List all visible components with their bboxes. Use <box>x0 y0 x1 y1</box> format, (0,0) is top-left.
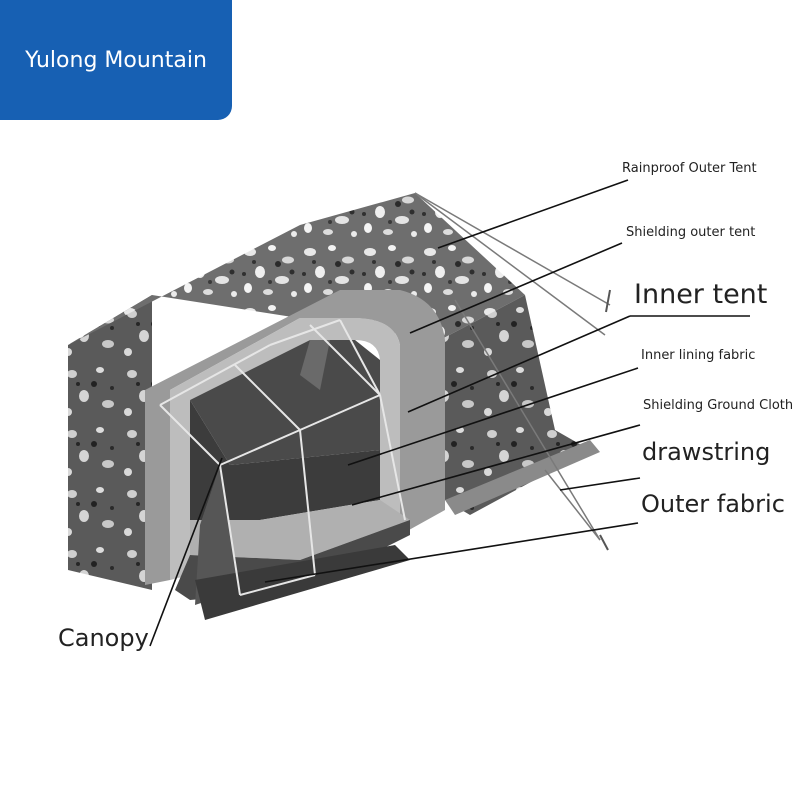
inner-tent-back-wall <box>190 340 380 465</box>
outer-shell-left-face <box>68 295 152 590</box>
ground-cloth-edge <box>445 440 600 515</box>
brand-badge: Yulong Mountain <box>0 0 232 120</box>
label-inner-lining-fabric: Inner lining fabric <box>641 348 756 363</box>
label-drawstring: drawstring <box>642 438 771 466</box>
guy-lines <box>414 192 611 541</box>
ground-cloth-strip <box>190 500 410 560</box>
label-rainproof-outer-tent: Rainproof Outer Tent <box>622 161 757 176</box>
shielding-layer-band <box>170 318 400 580</box>
canopy-frame <box>159 319 406 596</box>
tent-stake-icon <box>599 289 611 551</box>
label-canopy: Canopy <box>58 624 149 652</box>
floor-front-face <box>195 465 240 605</box>
inner-tent-side-wall <box>300 340 330 390</box>
label-outer-fabric: Outer fabric <box>641 490 785 518</box>
outer-shell-cut-band <box>145 290 445 585</box>
inner-lining-floor <box>190 400 380 520</box>
label-shielding-ground-cloth: Shielding Ground Cloth <box>643 398 794 413</box>
label-inner-tent: Inner tent <box>634 279 768 310</box>
leader-lines <box>149 179 750 647</box>
brand-name: Yulong Mountain <box>25 47 207 73</box>
floor-base <box>195 545 410 620</box>
label-shielding-outer-tent: Shielding outer tent <box>626 225 756 240</box>
